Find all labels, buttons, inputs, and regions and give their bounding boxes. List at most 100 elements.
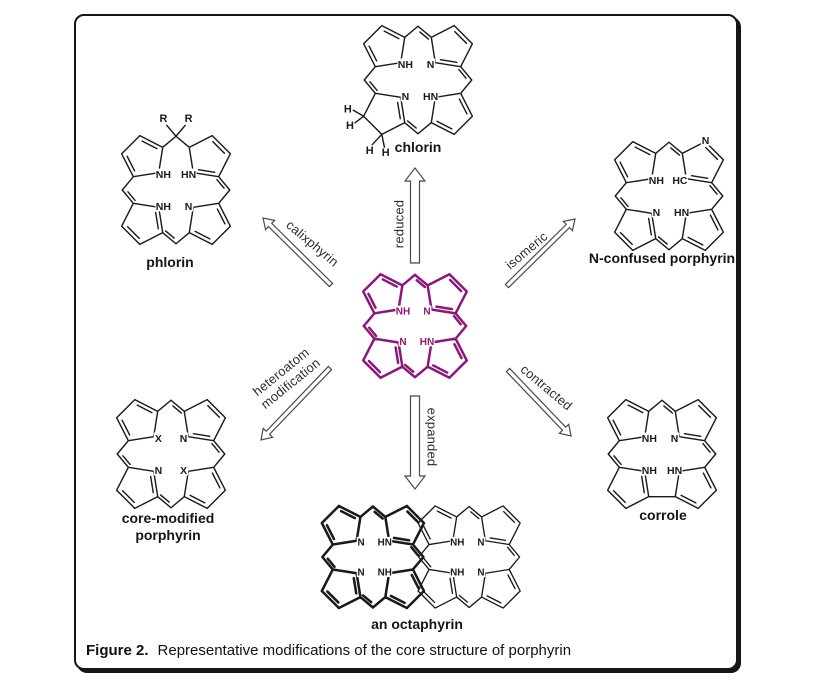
label-n-confused-porphyrin: N-confused porphyrin: [588, 250, 736, 266]
atom-label-bg: [377, 566, 393, 578]
molecule-corrole: NH N NH HN: [606, 398, 718, 510]
atom-label: NH: [642, 433, 657, 445]
label-core-modified-porphyrin: core-modified porphyrin: [122, 510, 215, 544]
bonds: [115, 398, 227, 510]
molecule-phlorin: R R NH HN NH N: [120, 113, 232, 246]
atom-label: HC: [672, 175, 688, 187]
atom-label-bg: [400, 90, 411, 102]
atom-label-bg: [476, 566, 486, 578]
atom-label: N: [427, 59, 435, 71]
atom-label-bg: [666, 464, 683, 476]
atom-label: N: [423, 306, 430, 317]
atom-label-bg: [648, 174, 665, 186]
atom-label: HN: [667, 465, 682, 477]
atom-label: NH: [156, 201, 171, 213]
atom-label-bg: [641, 432, 658, 444]
atom-label: N: [155, 465, 163, 477]
bonds: [120, 124, 232, 246]
atom-label-bg: [651, 206, 662, 218]
atom-label-bg: [153, 432, 164, 444]
figure-caption: Figure 2. Representative modifications of…: [86, 642, 571, 659]
arrow-heteroatom-modification: [260, 365, 333, 441]
atom-label: N: [671, 433, 679, 445]
label-core-modified-line1: core-modified: [121, 510, 215, 526]
figure-caption-number: Figure 2.: [86, 642, 149, 659]
atom-label: HN: [423, 91, 438, 103]
atom-label-bg: [180, 168, 197, 180]
atom-label-bg: [356, 566, 366, 578]
atom-label-bg: [419, 336, 435, 347]
atom-label: H: [344, 104, 352, 116]
atom-label: HN: [181, 169, 196, 181]
atom-label: N: [477, 538, 484, 549]
atom-label: HN: [378, 538, 392, 549]
atom-label: NH: [398, 59, 413, 71]
atom-label-bg: [398, 336, 408, 347]
atom-label-bg: [183, 200, 194, 212]
arrow-contracted: [505, 367, 572, 437]
atom-label: R: [185, 113, 193, 125]
atom-label: NH: [642, 465, 657, 477]
atom-label-bg: [669, 432, 680, 444]
label-chlorin: chlorin: [394, 139, 442, 155]
label-core-modified-line2: porphyrin: [135, 526, 201, 543]
atom-label: NH: [396, 306, 410, 317]
atom-label-bg: [397, 58, 414, 70]
atom-label: X: [180, 465, 187, 477]
atom-label-bg: [422, 90, 439, 102]
atom-label-bg: [476, 536, 486, 548]
atom-label-bg: [377, 536, 393, 548]
atom-label: NH: [649, 175, 664, 187]
atom-label-bg: [449, 536, 465, 548]
atom-label: N: [180, 433, 188, 445]
arrow-expanded: [403, 395, 427, 490]
atom-label: N: [357, 568, 364, 579]
atom-label-bg: [449, 566, 465, 578]
atom-label-bg: [153, 464, 164, 476]
atom-label-bg: [671, 174, 688, 186]
label-octaphyrin: an octaphyrin: [371, 616, 463, 632]
bonds: [606, 398, 718, 510]
atom-label: N: [653, 207, 661, 219]
atom-label: NH: [156, 169, 171, 181]
atom-label: NH: [378, 568, 392, 579]
atom-label-bg: [395, 305, 411, 316]
atom-label: X: [155, 433, 162, 445]
arrow-reduced: [403, 167, 427, 264]
figure-caption-text: Representative modifications of the core…: [157, 642, 572, 659]
atom-label-bg: [641, 464, 658, 476]
atom-label-bg: [356, 536, 366, 548]
bonds: [613, 140, 725, 252]
atom-label: N: [477, 568, 484, 579]
atom-label-bg: [155, 168, 172, 180]
arrow-calixphyrin: [262, 217, 334, 288]
atom-label-bg: [673, 206, 690, 218]
bonds: [352, 24, 474, 148]
atom-label-bg: [422, 305, 432, 316]
atom-label: H: [346, 120, 354, 132]
octaphyrin-left-macrocycle: [320, 504, 426, 610]
atom-label: H: [366, 145, 374, 157]
atom-label-bg: [178, 464, 189, 476]
atom-label: HN: [674, 207, 689, 219]
atom-label: NH: [450, 568, 464, 579]
atom-label: N: [185, 201, 193, 213]
atom-label-bg: [178, 432, 189, 444]
atom-label: H: [382, 147, 390, 159]
atom-label: NH: [450, 538, 464, 549]
atom-label-bg: [700, 134, 711, 146]
arrow-label-reduced: reduced: [391, 199, 407, 249]
label-corrole: corrole: [639, 507, 687, 523]
octaphyrin-right-macrocycle: [417, 505, 521, 609]
atom-label: N: [402, 91, 410, 103]
atom-label: R: [159, 113, 167, 125]
atom-label-bg: [425, 58, 436, 70]
atom-label: HN: [420, 337, 434, 348]
atom-label: N: [357, 538, 364, 549]
